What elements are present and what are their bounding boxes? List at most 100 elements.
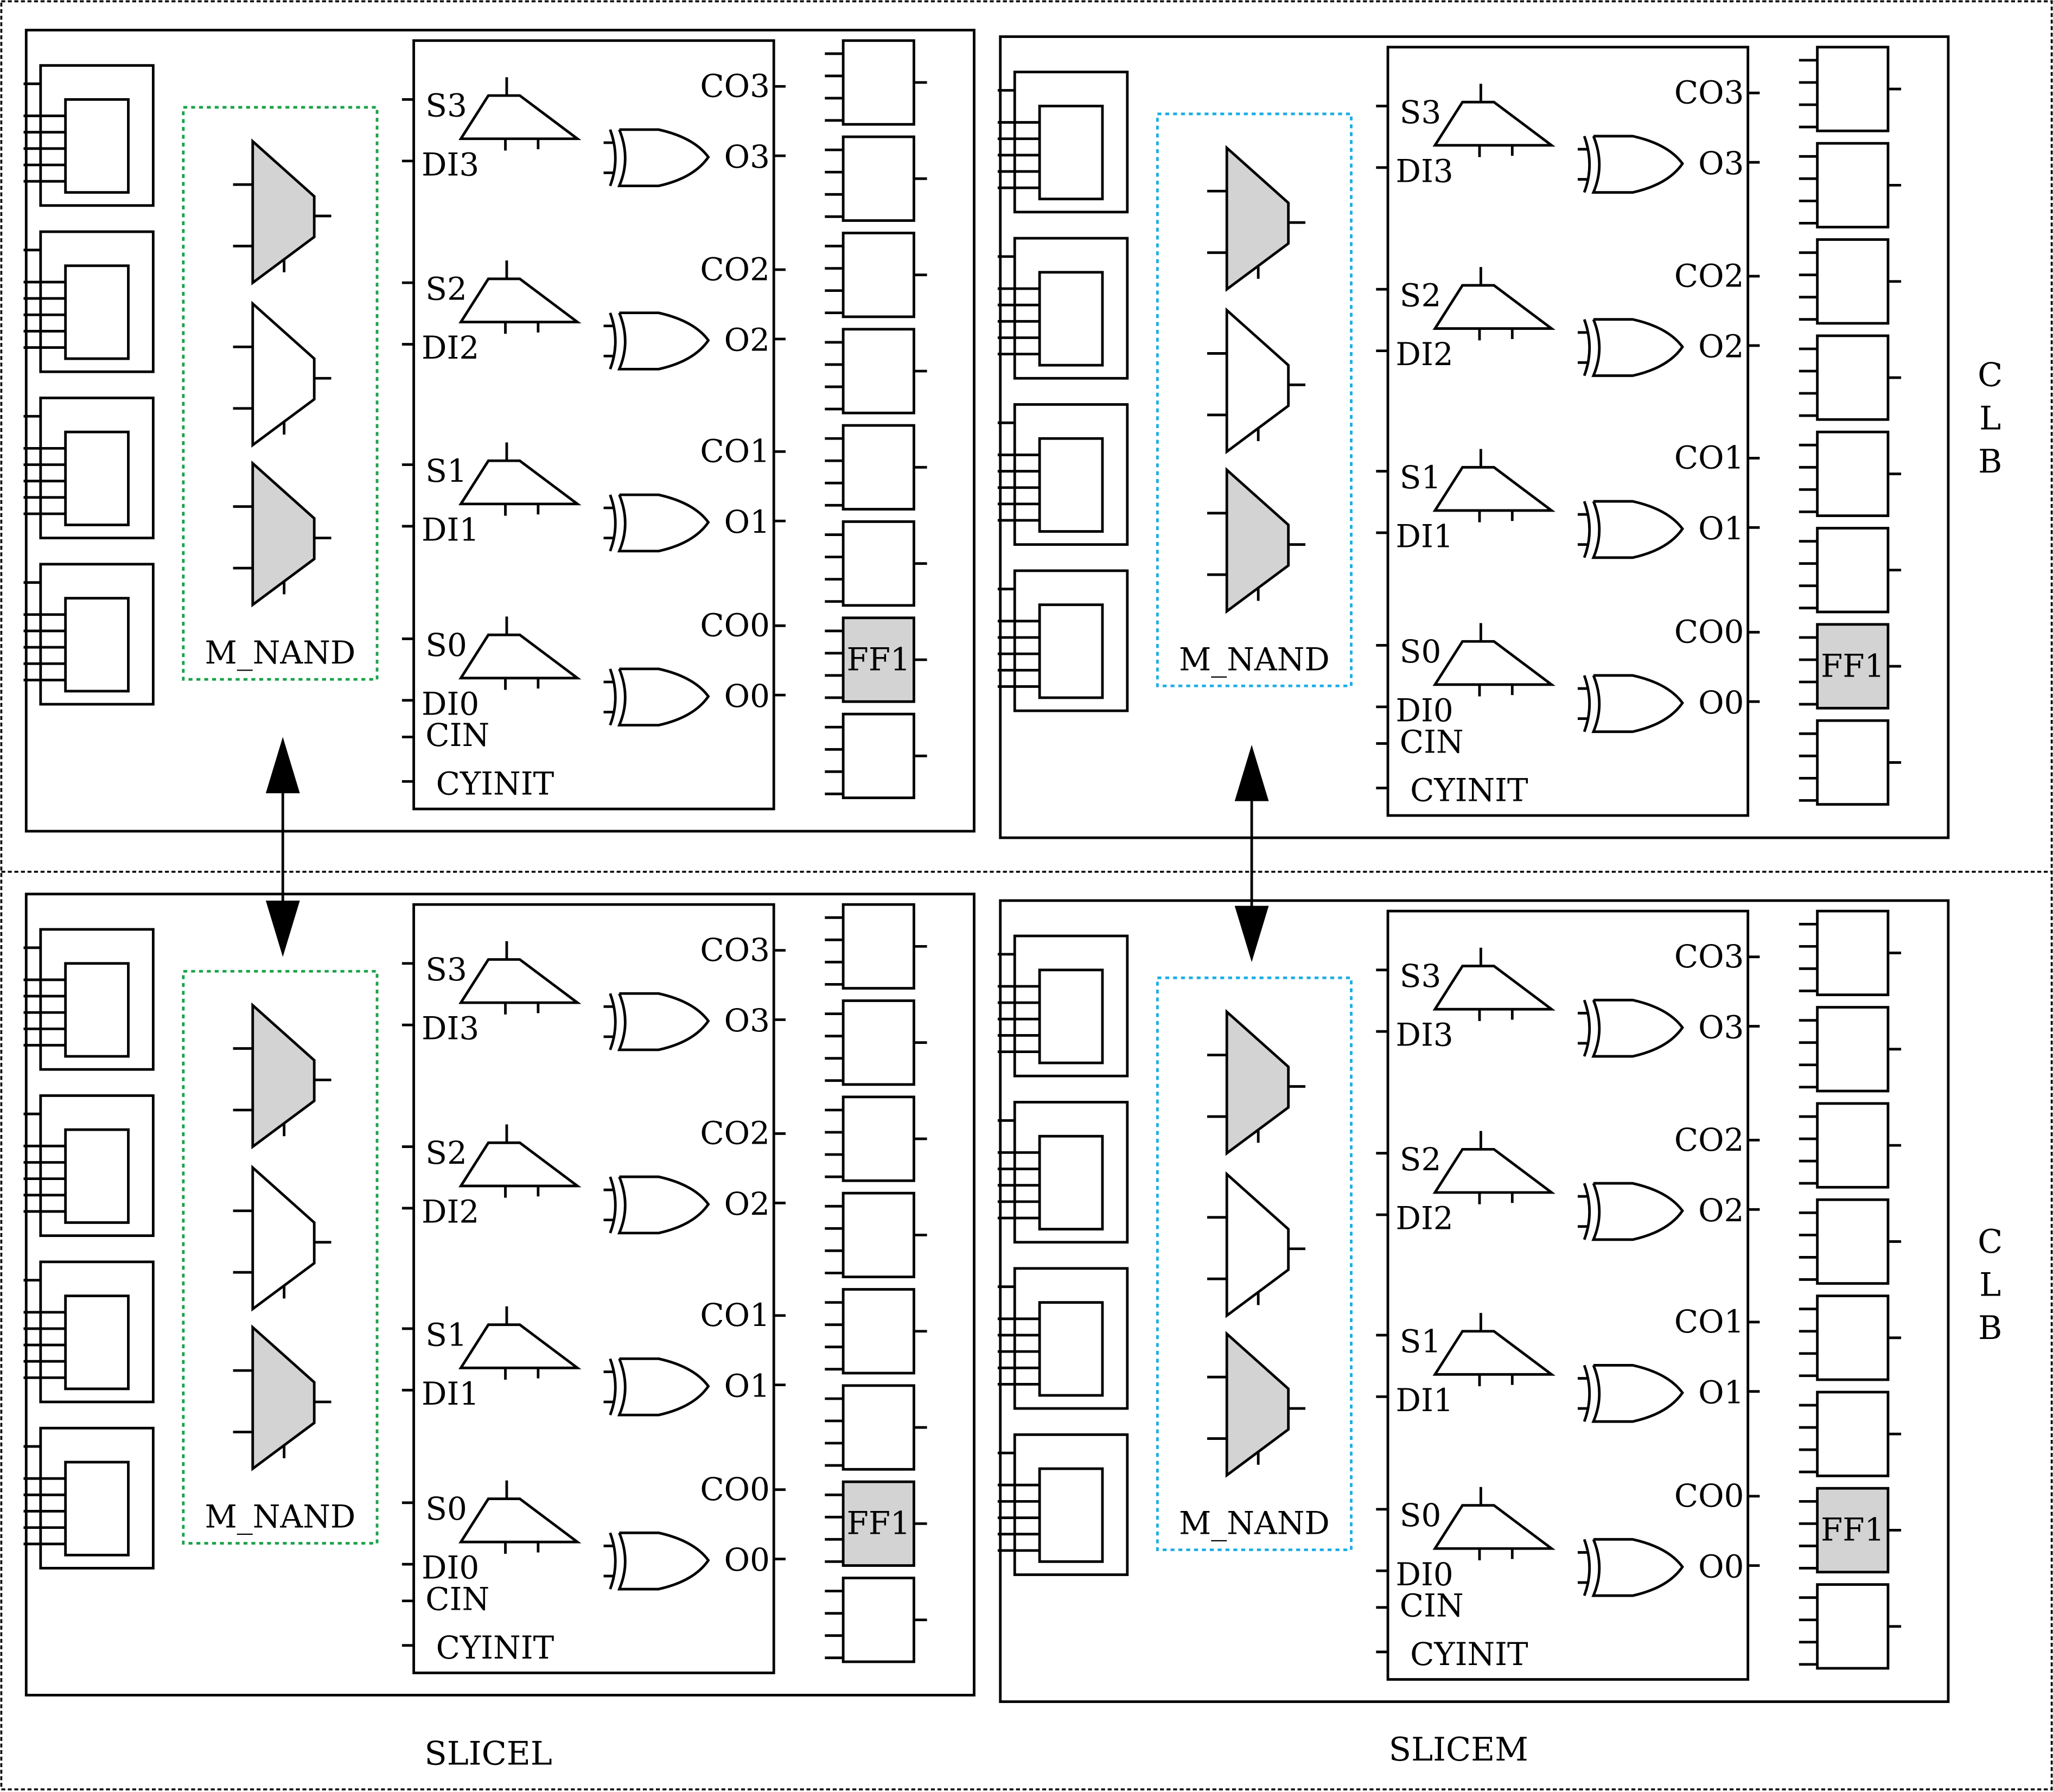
slicem-caption: SLICEM <box>1389 1731 1528 1769</box>
lut-block <box>997 934 1129 1077</box>
slicel-top: M_NANDS3DI3CO3O3S2DI2CO2O2S1DI1CO1O1S0DI… <box>23 29 976 833</box>
carry-co-label: CO0 <box>700 1471 770 1508</box>
carry-s-label: S3 <box>425 951 467 988</box>
carry-di-label: DI3 <box>422 146 479 183</box>
carry-co-label: CO0 <box>1674 1477 1744 1514</box>
carry-s-label: S0 <box>425 1490 467 1527</box>
ff-block <box>1799 1391 1902 1477</box>
carry-s-label: S2 <box>425 1134 467 1171</box>
ff1-block: FF1 <box>825 1480 927 1567</box>
lut-block <box>23 1426 155 1570</box>
carry-di-label: DI1 <box>422 1375 479 1412</box>
carry-co-label: CO2 <box>700 251 770 288</box>
carry-co-label: CO2 <box>1674 257 1744 294</box>
mnand-region <box>182 106 379 681</box>
clb-letter: C <box>1978 1223 2003 1261</box>
lut-block <box>23 230 155 373</box>
xor-gate-icon <box>603 1357 710 1417</box>
lut-block <box>997 1267 1129 1410</box>
carry-di-label: DI1 <box>422 511 479 548</box>
lut-block <box>997 569 1129 712</box>
carry-o-label: O1 <box>1698 1374 1744 1411</box>
ff-block <box>825 1095 927 1182</box>
carry-di-label: DI2 <box>1396 1200 1453 1237</box>
mnand-region <box>1156 112 1353 687</box>
carry-co-label: CO1 <box>1674 439 1744 476</box>
carry-co-label: CO0 <box>1674 614 1744 651</box>
carry-s-label: S1 <box>425 1316 467 1353</box>
mnand-label: M_NAND <box>1179 1505 1330 1542</box>
carry-mux-icon <box>1432 1504 1555 1550</box>
carry-di-label: DI0 <box>1396 692 1453 729</box>
ff-block <box>1799 334 1902 421</box>
lut-block <box>997 403 1129 546</box>
carry-mux-icon <box>458 1497 582 1544</box>
mnand-region <box>182 970 379 1545</box>
carry-chain-box <box>412 903 775 1674</box>
carry-o-label: O3 <box>724 138 770 175</box>
ff1-label: FF1 <box>847 1505 910 1542</box>
ff-block <box>825 712 927 799</box>
lut-block <box>997 71 1129 214</box>
lut-block <box>23 64 155 207</box>
ff-block <box>825 903 927 990</box>
carry-co-label: CO3 <box>1674 74 1744 111</box>
clb-letter: L <box>1979 1266 2001 1304</box>
carry-s-label: S2 <box>425 271 467 308</box>
carry-mux-icon <box>1432 100 1555 147</box>
carry-co-label: CO1 <box>1674 1303 1744 1340</box>
carry-o-label: O3 <box>1698 1009 1744 1045</box>
cyinit-label: CYINIT <box>1410 1636 1528 1673</box>
mux-icon <box>233 1324 331 1471</box>
ff-block <box>825 999 927 1086</box>
carry-o-label: O2 <box>1698 328 1744 365</box>
xor-gate-icon <box>603 311 710 371</box>
mux-icon <box>233 1164 331 1312</box>
cyinit-label: CYINIT <box>436 1629 554 1666</box>
slicem-top: M_NANDS3DI3CO3O3S2DI2CO2O2S1DI1CO1O1S0DI… <box>997 35 1950 839</box>
cin-label: CIN <box>1400 1587 1464 1624</box>
slicem-bottom: M_NANDS3DI3CO3O3S2DI2CO2O2S1DI1CO1O1S0DI… <box>997 899 1950 1703</box>
carry-o-label: O3 <box>1698 145 1744 182</box>
carry-di-label: DI3 <box>1396 152 1453 189</box>
carry-o-label: O1 <box>1698 510 1744 547</box>
slice-border <box>24 892 976 1697</box>
carry-o-label: O2 <box>724 1185 770 1222</box>
carry-o-label: O1 <box>724 1367 770 1404</box>
ff-block <box>825 424 927 511</box>
carry-co-label: CO2 <box>1674 1121 1744 1158</box>
carry-o-label: O1 <box>724 503 770 540</box>
carry-o-label: O2 <box>724 322 770 359</box>
lut-block <box>23 563 155 706</box>
clb-letter: B <box>1978 443 2002 481</box>
carry-s-label: S0 <box>1400 633 1442 670</box>
slice-border <box>999 35 1950 839</box>
carry-mux-icon <box>1432 1330 1555 1376</box>
carry-di-label: DI3 <box>422 1010 479 1047</box>
cin-label: CIN <box>425 1581 489 1618</box>
cin-label: CIN <box>1400 723 1464 760</box>
mux-icon <box>1207 1331 1306 1478</box>
xor-gate-icon <box>603 493 710 553</box>
xor-gate-icon <box>603 128 710 188</box>
xor-gate-icon <box>1577 1364 1685 1423</box>
ff1-label: FF1 <box>1821 647 1884 684</box>
carry-di-label: DI2 <box>422 1193 479 1230</box>
ff1-block: FF1 <box>1799 1487 1902 1574</box>
xor-gate-icon <box>603 1175 710 1235</box>
carry-mux-icon <box>1432 465 1555 512</box>
carry-mux-icon <box>458 1141 582 1188</box>
mux-icon <box>233 460 331 608</box>
mux-icon <box>1207 467 1306 614</box>
